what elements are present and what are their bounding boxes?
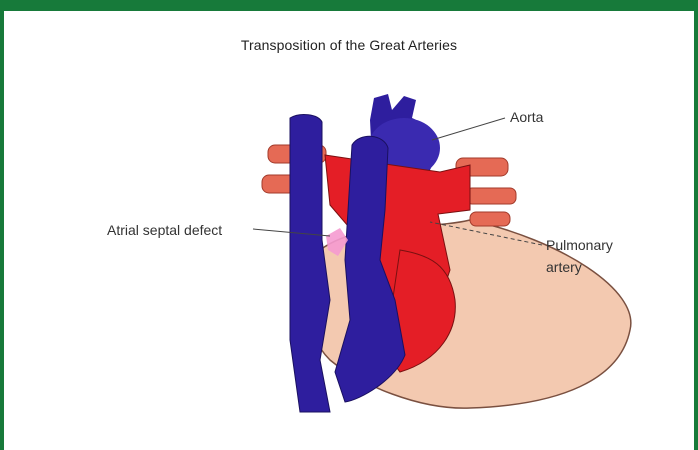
atrial-septal-defect-label: Atrial septal defect	[107, 221, 222, 239]
pulmonary-artery-label-line2: artery	[546, 258, 582, 276]
aorta-leader-line	[432, 118, 505, 140]
branch-vessel-right-3	[470, 212, 510, 226]
branch-vessel-right-2	[466, 188, 516, 204]
pulmonary-artery-label-line1: Pulmonary	[546, 236, 613, 254]
aorta-label: Aorta	[510, 108, 543, 126]
